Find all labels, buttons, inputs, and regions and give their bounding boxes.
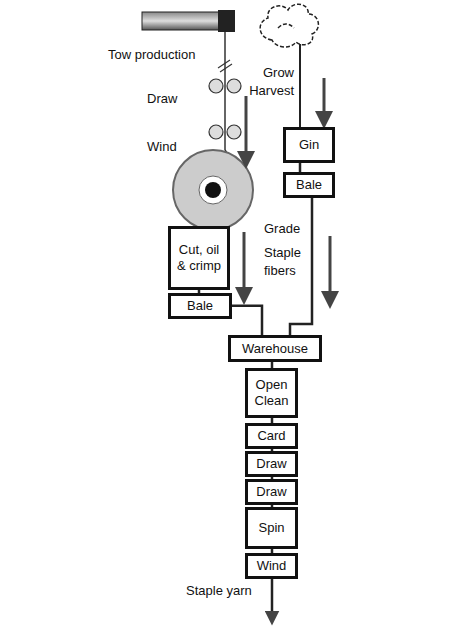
step-label: Grade: [264, 220, 300, 238]
process-box: Gin: [283, 127, 335, 163]
extruder-illustration: [142, 10, 235, 150]
box-text: Draw: [256, 484, 286, 500]
box-text: Gin: [299, 137, 319, 153]
process-box: Draw: [245, 451, 298, 477]
plant-stem-line: [299, 44, 301, 127]
step-label: Draw: [147, 90, 177, 108]
box-text: Bale: [296, 177, 322, 193]
output-arrow: [271, 578, 274, 618]
box-text: Card: [257, 428, 285, 444]
box-text: Bale: [187, 298, 213, 314]
process-box: Bale: [283, 172, 335, 198]
spool-illustration: [173, 150, 253, 230]
process-box: Card: [245, 423, 298, 449]
process-box: Cut, oil & crimp: [168, 226, 230, 290]
box-text: Open Clean: [252, 377, 291, 408]
flow-line: [232, 306, 262, 335]
flow-line: [299, 163, 302, 172]
process-box: Draw: [245, 479, 298, 505]
roller-illustration: [209, 79, 241, 139]
box-text: Cut, oil & crimp: [175, 242, 223, 273]
box-text: Warehouse: [242, 341, 308, 357]
process-box: Spin: [245, 507, 298, 549]
step-label: Grow Harvest: [236, 64, 294, 99]
process-box: Bale: [168, 293, 232, 319]
process-box: Open Clean: [245, 368, 298, 418]
cotton-plant-illustration: [260, 4, 318, 47]
step-label: Wind: [147, 138, 177, 156]
box-text: Wind: [257, 558, 287, 574]
box-text: Draw: [256, 456, 286, 472]
step-label: Tow production: [108, 46, 195, 64]
step-label: Staple fibers: [264, 244, 308, 279]
output-label: Staple yarn: [186, 582, 252, 600]
process-box: Wind: [245, 553, 298, 579]
process-box: Warehouse: [228, 335, 322, 362]
box-text: Spin: [258, 520, 284, 536]
